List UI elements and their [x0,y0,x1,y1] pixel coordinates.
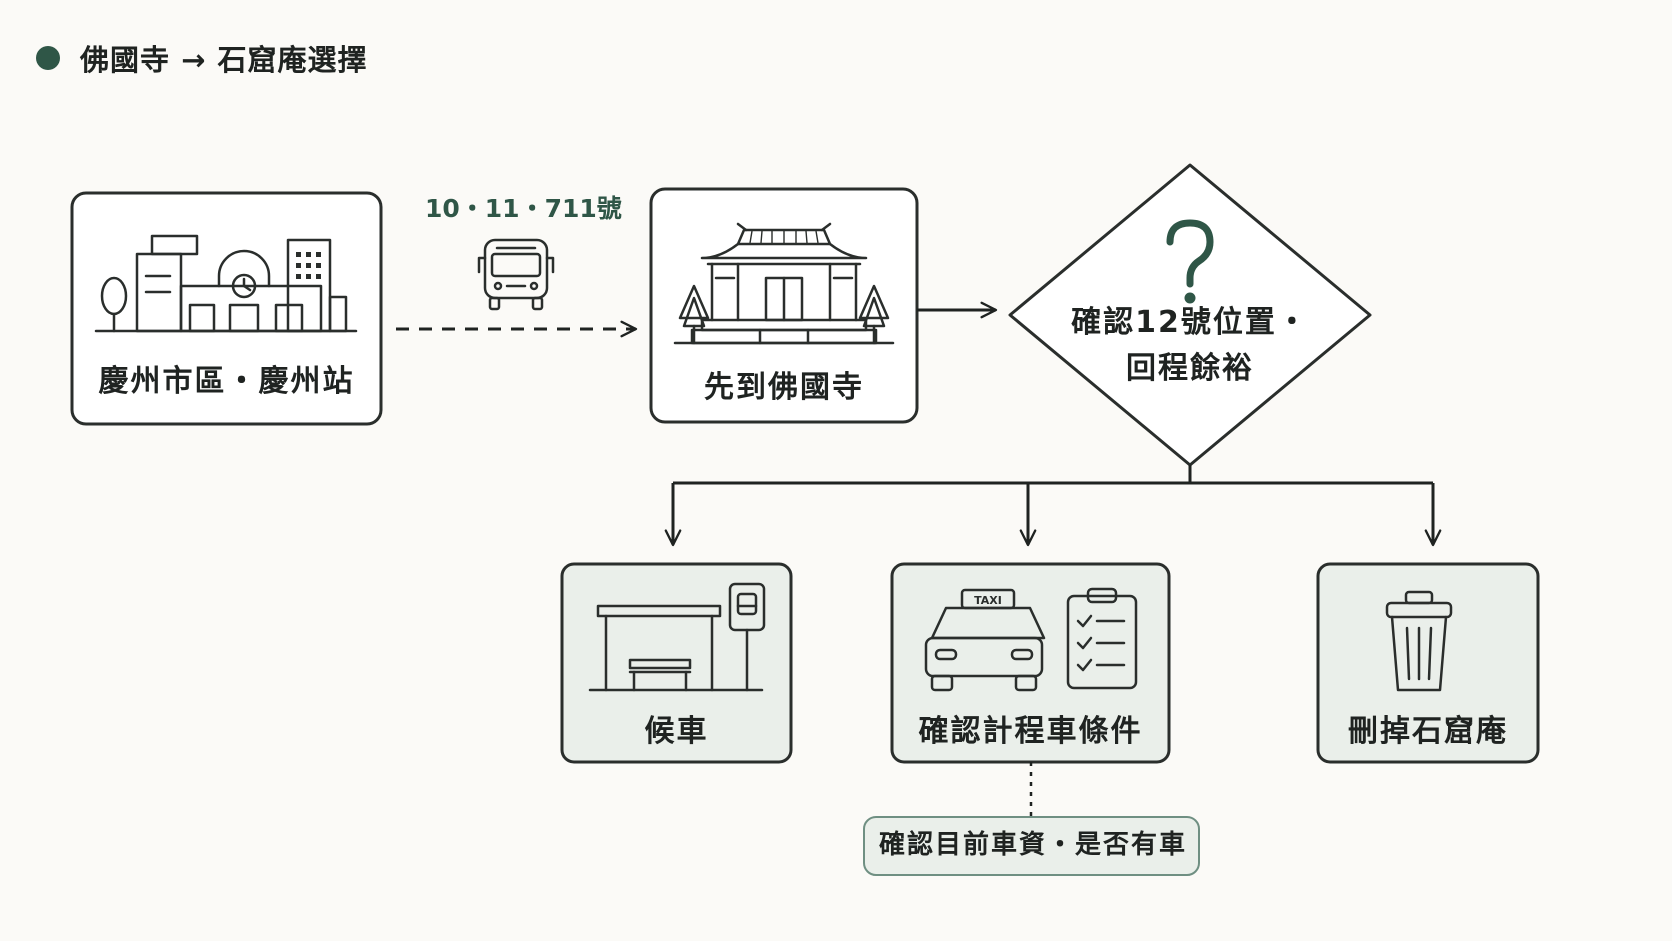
note-label: 確認目前車資・是否有車 [878,830,1187,860]
branch-connector [673,465,1433,485]
drop-label: 刪掉石窟庵 [1348,714,1508,749]
decision-line-2: 回程餘裕 [1126,351,1254,386]
wait-label: 候車 [644,714,709,749]
start-label: 慶州市區・慶州站 [98,364,355,399]
bus-stop-icon [588,582,766,692]
page-title-text: 佛國寺 → 石窟庵選擇 [80,43,368,77]
temple-icon [673,222,895,345]
page-title: 佛國寺 → 石窟庵選擇 [36,38,368,78]
title-bullet-icon [36,46,60,70]
bus-icon [477,238,555,311]
wait-box [560,562,793,764]
city-station-icon [94,234,358,333]
taxi-icon [924,588,1046,692]
clipboard-checklist-icon [1066,587,1138,690]
route-label: 10・11・711號 [425,194,622,223]
decision-label: 確認12號位置・ 回程餘裕 [1000,300,1380,392]
question-mark-icon [1166,219,1214,304]
decision-line-1: 確認12號位置・ [1071,305,1309,340]
trash-icon [1385,590,1453,692]
drop-box [1316,562,1540,764]
temple-roof-ribs [749,230,819,244]
city-windows [296,252,321,279]
taxi-label: 確認計程車條件 [918,714,1143,749]
temple-label: 先到佛國寺 [704,370,864,405]
start-box [70,191,383,426]
note-box [863,816,1200,876]
taxi-sign-text: TAXI [974,594,1002,607]
